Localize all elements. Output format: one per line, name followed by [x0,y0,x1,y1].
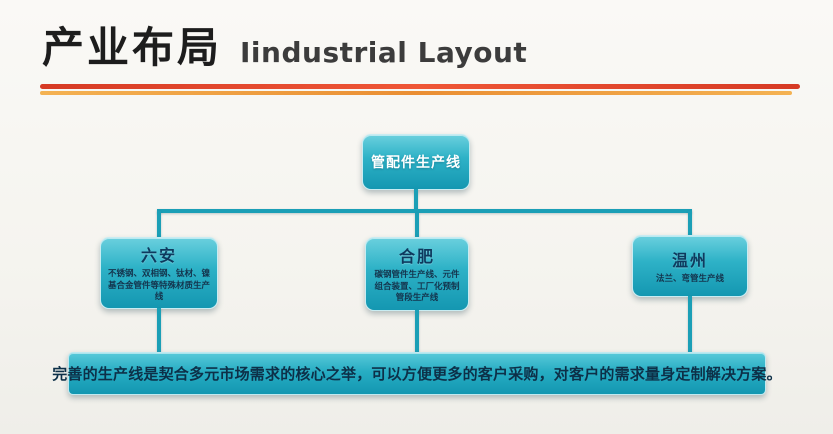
connector-right-drop [688,211,692,235]
city-desc: 法兰、弯管生产线 [655,273,724,284]
node-luan: 六安 不锈钢、双相钢、钛材、镍基合金管件等特殊材质生产线 [100,237,218,309]
title-divider [40,84,800,95]
connector-right-to-summary [688,296,692,353]
city-name: 合肥 [398,246,435,266]
page-title-en: Iindustrial Layout [240,36,528,69]
connector-middle-drop [415,213,419,237]
connector-left-to-summary [157,308,161,353]
divider-line-orange [40,91,793,95]
connector-root-vertical [414,189,418,211]
connector-left-drop [157,211,161,237]
city-name: 温州 [671,250,708,270]
node-pipe-fittings-line: 管配件生产线 [362,134,470,190]
summary-bar: 完善的生产线是契合多元市场需求的核心之举，可以方便更多的客户采购，对客户的需求量… [52,352,782,395]
divider-line-red [40,84,800,89]
city-desc: 碳钢管件生产线、元件组合装置、工厂化预制管段生产线 [374,269,460,304]
city-name: 六安 [140,245,177,265]
node-label: 管配件生产线 [371,155,461,171]
node-hefei: 合肥 碳钢管件生产线、元件组合装置、工厂化预制管段生产线 [365,237,469,311]
page-title: 产业布局 [42,23,223,72]
connector-middle-to-summary [415,310,419,353]
summary-text: 完善的生产线是契合多元市场需求的核心之举，可以方便更多的客户采购，对客户的需求量… [52,365,782,383]
city-desc: 不锈钢、双相钢、钛材、镍基合金管件等特殊材质生产线 [107,268,210,303]
node-wenzhou: 温州 法兰、弯管生产线 [632,235,748,297]
connector-horizontal [157,209,692,213]
header: 产业布局 Iindustrial Layout [42,14,527,75]
